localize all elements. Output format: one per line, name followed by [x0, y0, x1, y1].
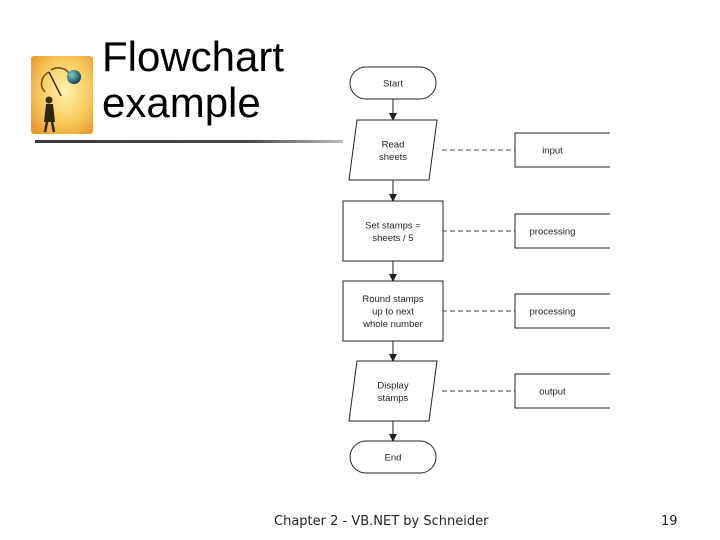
terminal-node-start	[349, 66, 437, 100]
node-label-read-sheets: Read	[382, 139, 405, 150]
annotation-bracket	[514, 213, 610, 249]
node-label-set-stamps: Set stamps =	[365, 220, 421, 231]
title-underline	[35, 140, 343, 143]
figure-with-globe-icon	[31, 56, 93, 134]
process-node-set-stamps	[342, 200, 444, 262]
node-label-set-stamps: sheets / 5	[372, 233, 413, 244]
node-label-end: End	[385, 453, 402, 464]
terminal-node-end	[349, 440, 437, 474]
slide-title: Flowchart example	[102, 34, 342, 126]
slide-footer: Chapter 2 - VB.NET by Schneider	[274, 514, 489, 529]
process-node-round-stamps	[342, 280, 444, 342]
flowchart-svg: input processing processing output StartRea…	[342, 66, 610, 474]
annotation-bracket	[514, 373, 610, 409]
annotation-label-output: output	[539, 387, 566, 398]
annotation-label-processing: processing	[530, 307, 576, 318]
io-node-read-sheets	[348, 119, 438, 181]
node-label-read-sheets: sheets	[379, 152, 407, 163]
title-line-2: example	[102, 79, 261, 126]
io-node-display-stamps	[348, 360, 438, 422]
page-number: 19	[661, 514, 678, 529]
annotation-label-input: input	[542, 146, 563, 157]
node-label-round-stamps: up to next	[372, 307, 414, 318]
annotation-bracket	[514, 293, 610, 329]
node-label-round-stamps: Round stamps	[362, 294, 424, 305]
title-line-1: Flowchart	[102, 33, 285, 80]
annotation-bracket	[514, 132, 610, 168]
node-label-display-stamps: Display	[377, 380, 408, 391]
node-label-display-stamps: stamps	[378, 393, 409, 404]
node-label-start: Start	[383, 79, 403, 90]
node-label-round-stamps: whole number	[362, 319, 423, 330]
annotation-label-processing: processing	[530, 227, 576, 238]
